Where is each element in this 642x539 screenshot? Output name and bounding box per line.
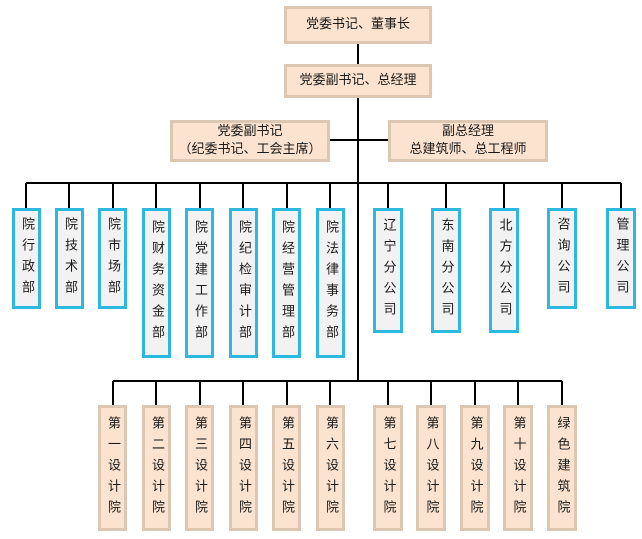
institute-box: 第七设计院 (373, 405, 403, 531)
dept-box: 管理公司 (606, 208, 636, 309)
institute-label: 第八设计院 (423, 415, 439, 521)
institute-box: 第三设计院 (185, 405, 214, 531)
deputy-manager-subtitle: 总建筑师、总工程师 (409, 142, 527, 157)
dept-label: 院法律事务部 (323, 220, 338, 346)
dept-box: 院党建工作部 (185, 208, 214, 358)
dept-label: 管理公司 (613, 216, 629, 301)
institute-label: 第二设计院 (149, 415, 164, 521)
institute-label: 绿色建筑院 (554, 415, 570, 521)
dept-box: 咨询公司 (547, 208, 577, 309)
dept-label: 东南分公司 (438, 218, 454, 323)
dept-box: 北方分公司 (489, 208, 519, 333)
general-manager-box: 党委副书记、总经理 (284, 64, 432, 98)
deputy-secretary-title: 党委副书记 (217, 124, 283, 139)
institute-label: 第七设计院 (380, 415, 396, 521)
dept-label: 院市场部 (105, 216, 120, 301)
institute-box: 第八设计院 (416, 405, 446, 531)
chairman-title: 党委书记、董事长 (305, 17, 410, 32)
dept-box: 院技术部 (55, 208, 84, 309)
institute-label: 第五设计院 (279, 415, 294, 521)
institute-label: 第六设计院 (323, 415, 338, 521)
dept-label: 院经营管理部 (279, 220, 294, 346)
institute-label: 第九设计院 (467, 415, 483, 521)
dept-label: 院行政部 (19, 216, 34, 301)
institute-box: 第一设计院 (98, 405, 127, 531)
dept-label: 院财务资金部 (149, 220, 164, 346)
dept-label: 院技术部 (62, 216, 77, 301)
institute-label: 第三设计院 (192, 415, 207, 521)
chairman-box: 党委书记、董事长 (284, 6, 432, 44)
dept-label: 院纪检审计部 (236, 220, 251, 346)
institute-box: 绿色建筑院 (547, 405, 577, 531)
institute-box: 第十设计院 (503, 405, 533, 531)
institute-label: 第四设计院 (236, 415, 251, 521)
dept-box: 辽宁分公司 (373, 208, 403, 333)
institute-box: 第五设计院 (272, 405, 301, 531)
dept-label: 北方分公司 (496, 218, 512, 323)
institute-label: 第一设计院 (105, 415, 120, 521)
dept-label: 咨询公司 (554, 216, 570, 301)
dept-box: 院市场部 (98, 208, 127, 309)
institute-box: 第六设计院 (316, 405, 345, 531)
dept-box: 院经营管理部 (272, 208, 301, 358)
dept-box: 东南分公司 (431, 208, 461, 333)
deputy-manager-title: 副总经理 (441, 124, 494, 139)
institute-label: 第十设计院 (510, 415, 526, 521)
deputy-secretary-box: 党委副书记 （纪委书记、工会主席） (170, 120, 330, 162)
general-manager-title: 党委副书记、总经理 (299, 73, 417, 88)
dept-label: 院党建工作部 (192, 220, 207, 346)
institute-box: 第四设计院 (229, 405, 258, 531)
institute-box: 第二设计院 (142, 405, 171, 531)
deputy-manager-box: 副总经理 总建筑师、总工程师 (388, 120, 548, 162)
deputy-secretary-subtitle: （纪委书记、工会主席） (178, 142, 322, 157)
dept-box: 院纪检审计部 (229, 208, 258, 358)
dept-box: 院财务资金部 (142, 208, 171, 358)
institute-box: 第九设计院 (460, 405, 490, 531)
dept-box: 院行政部 (12, 208, 41, 309)
dept-box: 院法律事务部 (316, 208, 345, 358)
dept-label: 辽宁分公司 (380, 218, 396, 323)
